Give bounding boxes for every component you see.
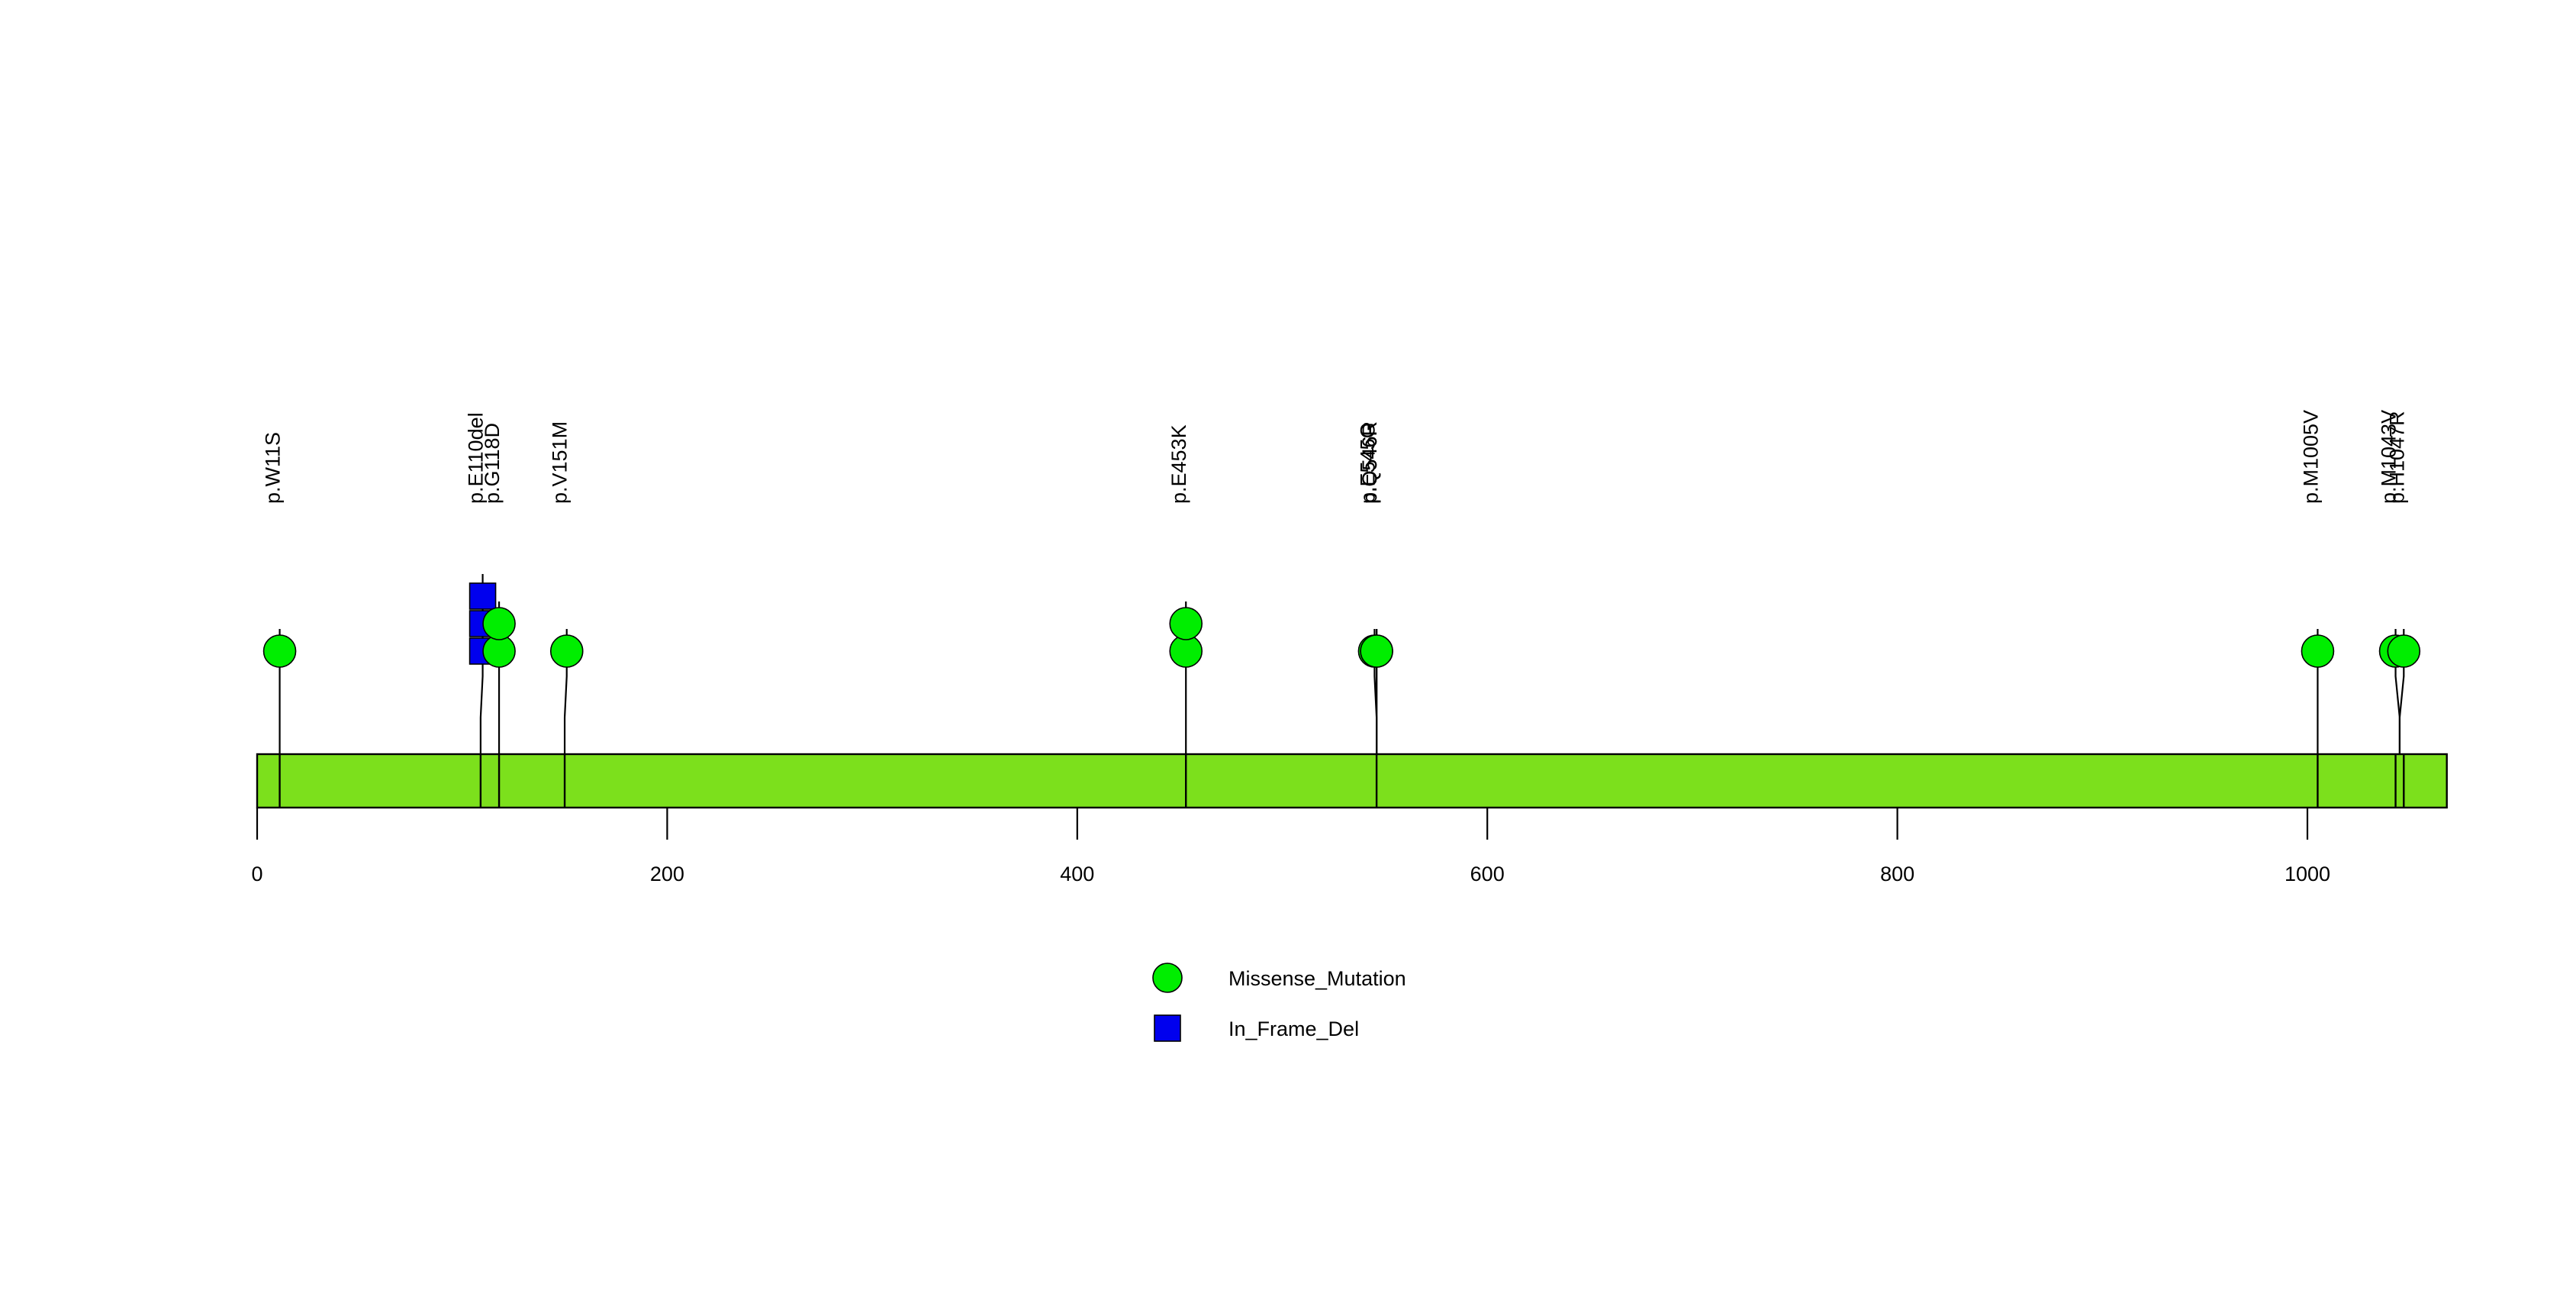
mutation-marker-circle-p.Q546R-0[interactable]: [1360, 634, 1393, 668]
mutation-label-p.V151M: p.V151M: [549, 421, 572, 504]
axis-tick-label-1000: 1000: [2285, 863, 2330, 885]
axis-tick-label-0: 0: [251, 863, 262, 885]
mutation-label-p.E110del: p.E110del: [465, 412, 488, 504]
x-axis-layer: 0 200 400 600 800 1000: [251, 808, 2330, 885]
mutation-marker-circle-p.E453K-1[interactable]: [1169, 607, 1203, 640]
mutation-label-p.M1005V: p.M1005V: [2299, 410, 2322, 504]
mutation-label-p.G118D: p.G118D: [481, 423, 504, 504]
lollipop-markers-layer: [262, 582, 2421, 668]
protein-bar-layer: [256, 753, 2448, 809]
mutation-marker-circle-p.M1005V-0[interactable]: [2301, 634, 2335, 668]
mutation-label-p.W11S: p.W11S: [262, 432, 285, 504]
protein-bar: [256, 753, 2448, 809]
mutation-label-p.Q546R: p.Q546R: [1358, 421, 1381, 504]
mutation-marker-circle-p.W11S-0[interactable]: [262, 634, 297, 668]
legend-label-In_Frame_Del: In_Frame_Del: [1228, 1017, 1359, 1040]
mutation-marker-circle-p.V151M-0[interactable]: [549, 634, 584, 668]
legend-label-Missense_Mutation: Missense_Mutation: [1228, 967, 1406, 990]
legend-swatch-Missense_Mutation[interactable]: [1152, 963, 1183, 993]
mutation-marker-square-p.E110del-2[interactable]: [469, 582, 497, 610]
mutation-marker-circle-p.G118D-1[interactable]: [482, 607, 516, 640]
mutation-marker-circle-p.H1047R-0[interactable]: [2387, 634, 2421, 668]
axis-tick-label-200: 200: [650, 863, 684, 885]
mutation-label-p.E545G: p.E545G: [1356, 422, 1379, 504]
axis-tick-label-400: 400: [1060, 863, 1094, 885]
mutation-label-p.M1043V: p.M1043V: [2378, 410, 2401, 504]
axis-tick-label-600: 600: [1470, 863, 1505, 885]
mutation-label-p.E453K: p.E453K: [1167, 424, 1190, 504]
legend-swatch-In_Frame_Del[interactable]: [1154, 1014, 1181, 1042]
mutation-label-p.H1047R: p.H1047R: [2385, 411, 2408, 504]
mutation-label-p.Q546P: p.Q546P: [1358, 422, 1381, 504]
axis-tick-label-800: 800: [1880, 863, 1914, 885]
